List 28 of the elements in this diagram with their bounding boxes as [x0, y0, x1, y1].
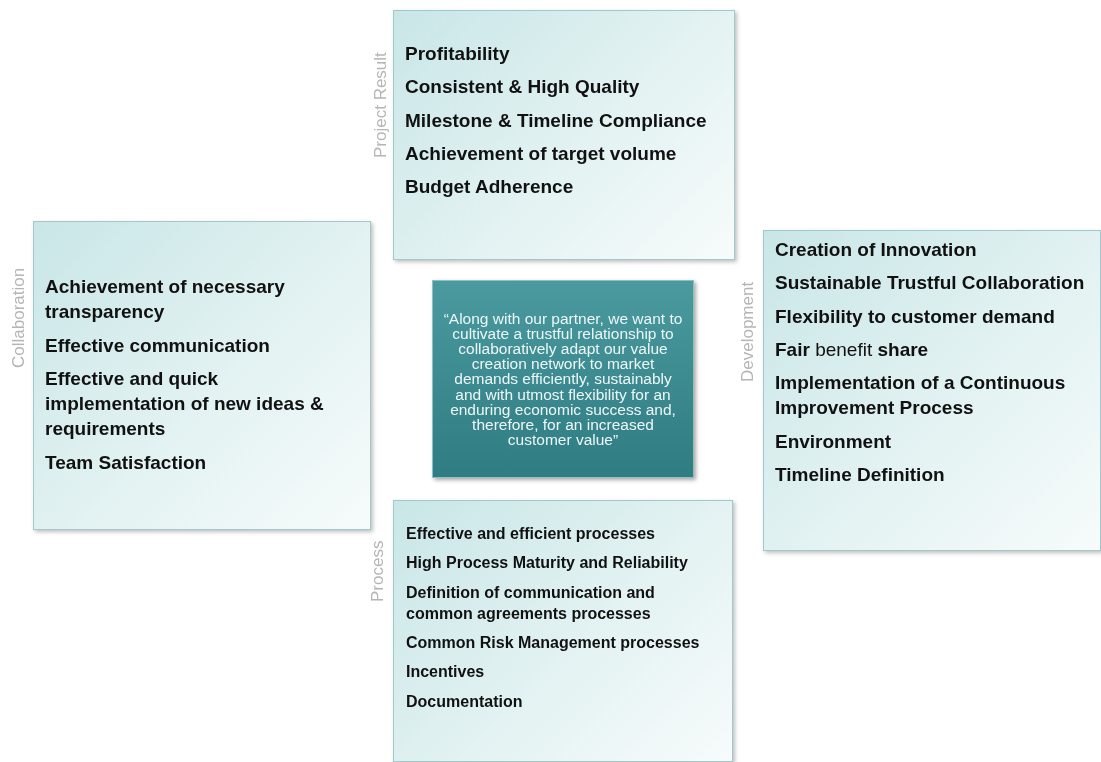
category-heading: Collaboration [9, 267, 29, 368]
list-item: Achievement of necessary transparency [45, 275, 286, 325]
category-heading: Process [368, 540, 388, 602]
list-item: Milestone & Timeline Compliance [405, 108, 708, 133]
category-heading: Project Result [371, 52, 391, 158]
list-item: Creation of Innovation [775, 238, 978, 262]
list-item: Flexibility to customer demand [775, 304, 1056, 329]
list-item: Documentation [406, 691, 524, 712]
list-item: Incentives [406, 662, 486, 683]
list-item: Effective and quick implementation of new ideas & requirements [45, 366, 325, 442]
list-item: Profitability [405, 42, 511, 66]
list-item: Sustainable Trustful Collaboration [775, 271, 1086, 296]
category-heading: Development [738, 281, 758, 382]
list-item: Budget Adherence [405, 175, 575, 200]
list-item: Environment [775, 429, 893, 454]
quote-text: “Along with our partner, we want to cultivate a trustful relationship to collaboratively adapt our value creation network to market demands efficiently, sustainably and with utmost flexibility for an enduring economic success and, therefore, for an increased customer value” [442, 310, 684, 448]
quote-box [432, 280, 694, 478]
list-item: Effective and efficient processes [406, 524, 656, 544]
list-item: Consistent & High Quality [405, 75, 641, 100]
list-item: Effective communication [45, 333, 271, 358]
list-item: Achievement of target volume [405, 141, 678, 166]
list-item: Definition of communication and common agreements processes [406, 582, 656, 624]
list-item: Team Satisfaction [45, 450, 208, 475]
list-item: Fair benefit share [775, 337, 930, 362]
list-item: Implementation of a Continuous Improvement Process [775, 371, 1067, 421]
list-item: Timeline Definition [775, 462, 946, 487]
list-item: Common Risk Management processes [406, 633, 701, 654]
list-item: High Process Maturity and Reliability [406, 553, 689, 574]
